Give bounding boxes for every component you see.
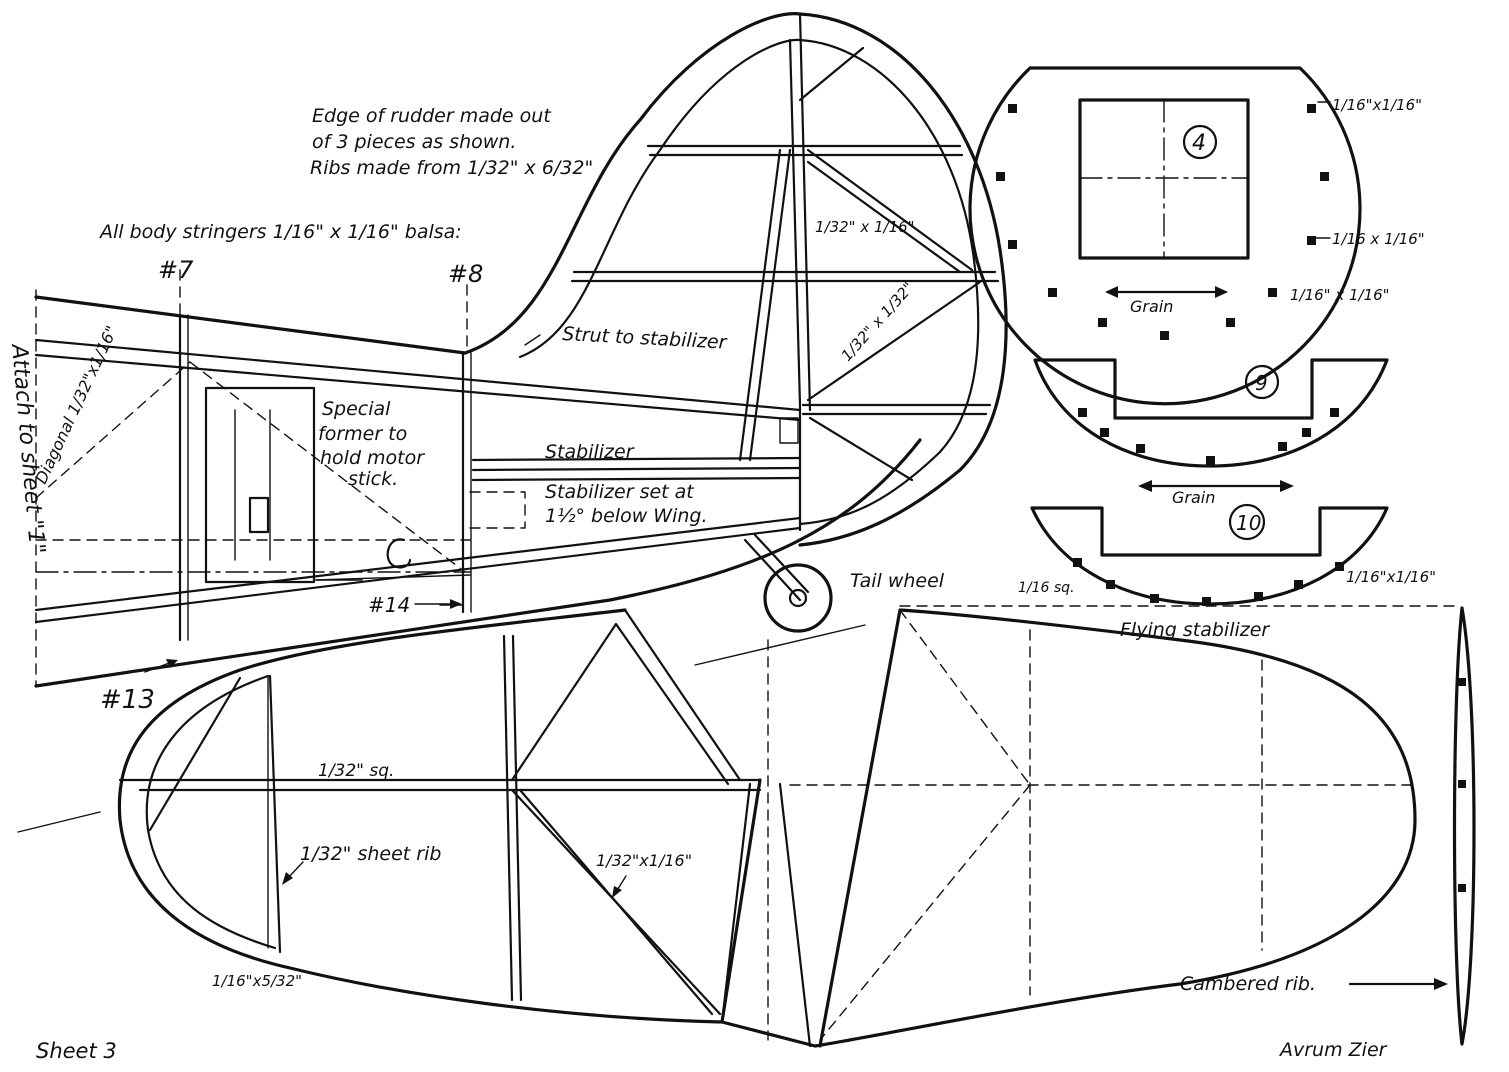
- fuselage-stringer-lower-2: [34, 526, 802, 624]
- sheet-number: Sheet 3: [36, 1039, 117, 1063]
- station-8-label: #8: [448, 260, 483, 288]
- motor-stick-slot: [248, 496, 270, 534]
- note-sheet-rib: 1/32" sheet rib: [300, 843, 441, 865]
- annotations: Edge of rudder made out of 3 pieces as s…: [6, 96, 1436, 1063]
- diagonal-brace-right: [189, 361, 466, 573]
- note-rudder-edge-1: Edge of rudder made out: [312, 105, 552, 127]
- rudder-spar: [798, 12, 812, 412]
- note-stabilizer: Stabilizer: [545, 441, 635, 463]
- station-7-label: #7: [158, 256, 194, 284]
- former-9-number: 9: [1255, 371, 1268, 395]
- rear-hook: [386, 538, 412, 569]
- former-4-number: 4: [1192, 131, 1206, 156]
- stab-diagonal-1: [510, 622, 618, 782]
- rudder-diagonal-3: [806, 280, 982, 402]
- stabilizer-mount-top: [471, 456, 802, 462]
- dashed-motor-stick: [469, 491, 526, 529]
- rudder-diagonal-2: [806, 148, 974, 272]
- stabilizer-leading-edge-inner: [145, 674, 277, 950]
- note-cambered-rib: Cambered rib.: [1180, 973, 1316, 995]
- rudder-diagonal-4: [808, 416, 914, 482]
- former-4-grain: Grain: [1130, 297, 1173, 316]
- note-rudder-rib-a: 1/32" x 1/16": [815, 218, 915, 236]
- cambered-rib-section: [1348, 606, 1476, 1046]
- note-stab-set-2: 1½° below Wing.: [545, 505, 707, 527]
- diagonal-brace-left: [35, 361, 191, 499]
- former-10-stringer-notches: [1073, 558, 1344, 606]
- note-stringers: All body stringers 1/16" x 1/16" balsa:: [98, 221, 462, 243]
- note-strut: Strut to stabilizer: [562, 323, 728, 354]
- note-special-4: stick.: [348, 468, 398, 490]
- stabilizer-plan-view: [17, 605, 1461, 1048]
- former-10-stringer: 1/16"x1/16": [1346, 568, 1436, 586]
- special-motor-former: [204, 386, 316, 584]
- note-special-3: hold motor: [320, 447, 425, 469]
- tail-wheel-assembly: [694, 533, 866, 666]
- stab-rib-1: [268, 674, 282, 954]
- note-special-2: former to: [318, 423, 407, 445]
- ground-line: [694, 624, 866, 666]
- fuselage-stringer-upper-2: [34, 353, 802, 422]
- author-signature: Avrum Zier: [1278, 1039, 1388, 1061]
- tail-wheel: [763, 563, 833, 633]
- former-10: [1030, 480, 1389, 606]
- note-special-1: Special: [322, 398, 391, 420]
- fuselage-stringer-lower: [34, 516, 802, 612]
- stab-rib-2: [502, 634, 514, 1002]
- former-10-number: 10: [1236, 511, 1261, 535]
- former-9-stringer-notches: [1078, 408, 1339, 465]
- note-stab-set-1: Stabilizer set at: [545, 481, 695, 503]
- note-rudder-edge-2: of 3 pieces as shown.: [312, 131, 516, 153]
- former-4-number-circle: [1182, 124, 1218, 160]
- station-13-label: #13: [100, 685, 155, 715]
- former-10-grain: Grain: [1172, 488, 1215, 507]
- former-4-stringer-1: 1/16"x1/16": [1332, 96, 1422, 114]
- rudder-outline: [463, 12, 1008, 547]
- strut-to-stabilizer: [738, 148, 782, 462]
- note-tail-wheel: Tail wheel: [850, 570, 945, 592]
- fuselage-side-view: [34, 269, 922, 688]
- note-sheet-116: 1/16 sq.: [1018, 580, 1075, 596]
- former-10-number-circle: [1228, 503, 1266, 541]
- leader-arrows: [144, 101, 1331, 898]
- former-4-stringer-2: 1/16 x 1/16": [1332, 230, 1425, 248]
- former-9-number-circle: [1244, 364, 1280, 400]
- station-14-label: #14: [368, 593, 410, 617]
- note-flying-stabilizer: Flying stabilizer: [1120, 619, 1270, 641]
- note-attach-sheet: Attach to sheet "1": [6, 341, 49, 555]
- former-4: [968, 66, 1362, 406]
- fuselage-bottom-longeron: [34, 438, 922, 688]
- fuselage-top-longeron: [34, 295, 467, 355]
- note-rudder-ribs: Ribs made from 1/32" x 6/32": [310, 157, 593, 179]
- former-9: [1033, 358, 1389, 468]
- note-rib-132x116: 1/32"x1/16": [596, 851, 692, 870]
- former-4-stringer-3: 1/16" x 1/16": [1290, 286, 1390, 304]
- rudder-diagonal-1: [798, 46, 865, 102]
- note-edge-116x532: 1/16"x5/32": [212, 972, 302, 990]
- former-4-stringer-notches: [996, 104, 1329, 340]
- note-132-sq: 1/32" sq.: [318, 761, 394, 781]
- fuselage-stringer-upper: [34, 338, 802, 412]
